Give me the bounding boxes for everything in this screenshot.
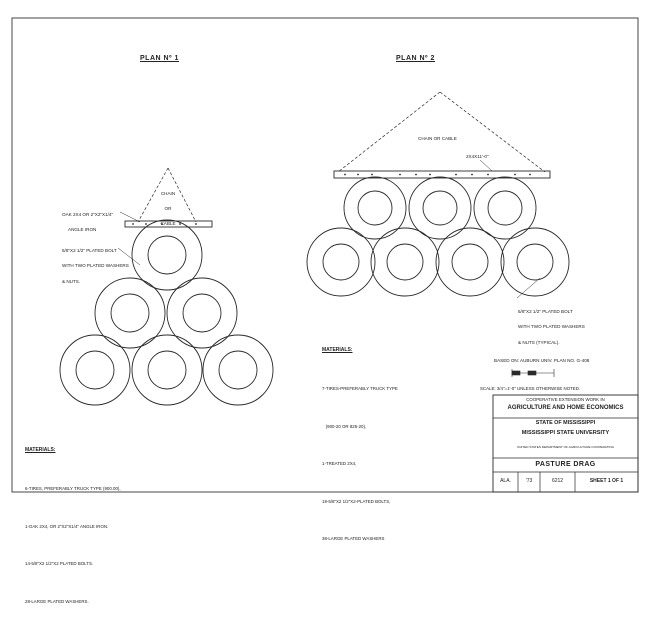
plan2-material-item: 1-TREATED 2X4, xyxy=(322,461,357,467)
plan1-bolt-label: 5/8"X2 1/2" PLATED BOLT WITH TWO PLATED … xyxy=(62,240,129,289)
sheet-border xyxy=(11,17,639,493)
plan1-title: PLAN Nº 1 xyxy=(140,55,179,62)
title-block-frame xyxy=(492,394,639,493)
plan1-chain xyxy=(137,167,197,223)
title-block-line5: UNITED STATES DEPARTMENT OF AGRICULTURE … xyxy=(516,445,615,449)
plan1-chain-label-line: CHAIN xyxy=(160,191,176,197)
plan1-drawing xyxy=(59,167,274,406)
plan1-tire xyxy=(59,334,131,406)
plan1-chain-label-line: CABLE xyxy=(160,220,176,226)
plan1-tire xyxy=(166,277,238,349)
plan2-tire xyxy=(500,227,570,297)
plan1-material-item: 1-OAK 2X4, OR 2"X2"X1/4" ANGLE IRON. xyxy=(25,523,109,529)
plan1-bolt-label-line: WITH TWO PLATED WASHERS xyxy=(62,263,129,269)
drawing-sheet xyxy=(11,17,639,493)
plan1-bolt-leader xyxy=(117,247,141,266)
plan1-bolt-label-line: & NUTS. xyxy=(62,278,81,284)
plan2-material-item: 7-TIRES-PREFERABLY TRUCK TYPE xyxy=(322,386,398,391)
plan2-bolt-holes xyxy=(344,173,531,176)
plan1-tire xyxy=(131,219,203,291)
plan1-material-item: 6-TIRES, PREFERABLY TRUCK TYPE (900.00), xyxy=(25,486,121,491)
title-block-sheet: SHEET 1 OF 1 xyxy=(589,478,624,484)
plan1-materials-title: MATERIALS: xyxy=(25,447,56,453)
plan1-oak-label: OAK 2X4 OR 2"X2"X1/4" ANGLE IRON xyxy=(62,204,113,238)
plan2-tire xyxy=(370,227,440,297)
plan1-oak-leader xyxy=(119,211,141,223)
plan2-board-label: 2X4X11'-0" xyxy=(466,154,489,159)
plan2-bolt-label-line: WITH TWO PLATED WASHERS xyxy=(518,324,585,330)
title-block-line4: MISSISSIPPI STATE UNIVERSITY xyxy=(521,430,610,436)
plan2-bolt-label-line: 5/8"X2 1/2" PLATED BOLT xyxy=(518,309,573,315)
plan1-oak-label-line: ANGLE IRON xyxy=(68,227,97,233)
plan1-material-item: 14-5/8"X2 1/2"X2 PLATED BOLTS. xyxy=(25,561,94,567)
scale-bar xyxy=(511,369,555,377)
based-on-note: BASED ON: AUBURN UNIV. PLAN NO. G-408 xyxy=(494,358,590,363)
plan2-board-leader xyxy=(479,159,493,172)
plan1-materials: MATERIALS: 6-TIRES, PREFERABLY TRUCK TYP… xyxy=(25,416,121,620)
drawing-title: PASTURE DRAG xyxy=(535,461,596,468)
plan1-board xyxy=(124,220,213,228)
plan2-tire xyxy=(306,227,376,297)
plan2-materials-title: MATERIALS: xyxy=(322,347,353,353)
title-block-plan-no: 6212 xyxy=(551,478,564,484)
title-block-line3: STATE OF MISSISSIPPI xyxy=(535,420,596,426)
plan1-chain-label-line: OR xyxy=(164,205,172,211)
title-block-line2: AGRICULTURE AND HOME ECONOMICS xyxy=(507,405,624,411)
plan2-tire xyxy=(473,176,537,240)
plan2-tire xyxy=(343,176,407,240)
plan2-bolt-leader xyxy=(516,277,541,299)
plan1-bolt-holes xyxy=(132,223,197,225)
plan2-material-item: 19-5/8"X2 1/2"X2-PLATED BOLTS, xyxy=(322,498,391,504)
plan1-tire xyxy=(131,334,203,406)
plan1-oak-label-line: OAK 2X4 OR 2"X2"X1/4" xyxy=(62,212,114,218)
plan1-tire xyxy=(94,277,166,349)
title-block-line1: COOPERATIVE EXTENSION WORK IN xyxy=(526,397,605,402)
plan2-chain xyxy=(337,91,546,173)
title-block-year: '73 xyxy=(525,478,533,484)
plan2-materials: MATERIALS: 7-TIRES-PREFERABLY TRUCK TYPE… xyxy=(322,316,398,558)
plan2-tire xyxy=(408,176,472,240)
plan1-chain-label: CHAIN OR CABLE xyxy=(156,183,180,231)
plan2-bolt-label-line: & NUTS (TYPICAL). xyxy=(518,339,560,345)
plan2-drawing xyxy=(306,91,570,299)
title-block-state: ALA. xyxy=(500,478,511,484)
plan1-material-item: 28-LARGE PLATED WASHERS. xyxy=(25,598,89,604)
plan2-material-item: (900-20 OR 825-20), xyxy=(322,423,367,429)
plan1-bolt-label-line: 5/8"X2 1/2" PLATED BOLT xyxy=(62,248,117,254)
plan2-material-item: 38-LARGE PLATED WASHERS xyxy=(322,536,385,542)
plan2-title: PLAN Nº 2 xyxy=(396,55,435,62)
scale-note: SCALE: 3/4"=1'-0" UNLESS OTHERWISE NOTED… xyxy=(480,386,581,391)
plan2-tire xyxy=(435,227,505,297)
plan1-tire xyxy=(202,334,274,406)
plan2-board xyxy=(333,170,551,179)
plan2-bolt-label: 5/8"X2 1/2" PLATED BOLT WITH TWO PLATED … xyxy=(518,301,585,350)
plan2-chain-label: CHAIN OR CABLE xyxy=(418,136,457,141)
